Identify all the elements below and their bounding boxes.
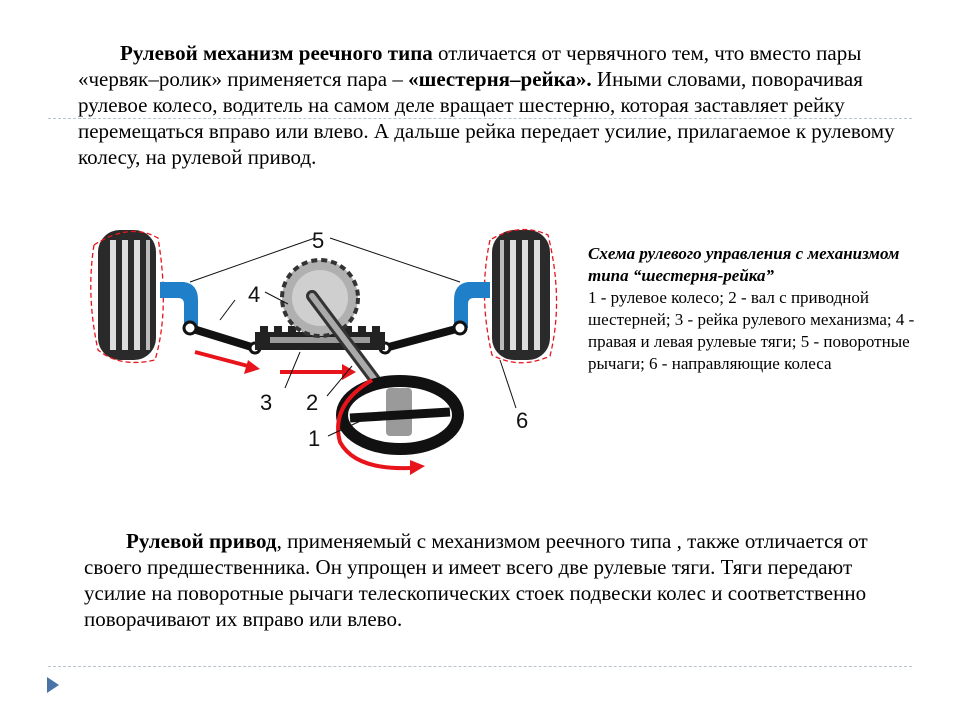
nav-arrow-icon[interactable] — [46, 676, 60, 694]
diagram-label-2: 2 — [306, 390, 318, 415]
diagram-label-3: 3 — [260, 390, 272, 415]
pinion-shaft — [306, 290, 381, 386]
motion-arrows — [194, 350, 425, 475]
paragraph-rack-mechanism: Рулевой механизм реечного типа отличаетс… — [78, 40, 898, 170]
para1-text-1: отличается от червячного тем, что вместо… — [78, 41, 862, 91]
left-wheel — [90, 230, 164, 364]
divider-top — [48, 118, 912, 119]
left-steering-arm — [160, 282, 198, 328]
diagram-label-6: 6 — [516, 408, 528, 433]
diagram-label-4: 4 — [248, 282, 260, 307]
para1-text-2: Иными словами, поворачивая рулевое колес… — [78, 67, 895, 169]
right-wheel — [483, 228, 558, 364]
tie-rods — [182, 320, 468, 355]
divider-bottom — [48, 666, 912, 667]
steering-diagram: 5 4 3 2 1 6 — [90, 228, 558, 475]
para2-text: , применяемый с механизмом реечного типа… — [84, 529, 868, 631]
para1-bold-term: Рулевой механизм реечного типа — [120, 41, 433, 65]
right-steering-arm — [454, 282, 490, 328]
diagram-label-1: 1 — [308, 426, 320, 451]
diagram-label-5: 5 — [312, 228, 324, 253]
caption-legend: 1 - рулевое колесо; 2 - вал с приводной … — [588, 288, 915, 373]
para2-bold-term: Рулевой привод — [126, 529, 277, 553]
diagram-caption: Схема рулевого управления с механизмом т… — [588, 243, 918, 375]
para1-bold-pair: «шестерня–рейка». — [408, 67, 592, 91]
leader-lines — [189, 237, 517, 437]
paragraph-steering-drive: Рулевой привод, применяемый с механизмом… — [84, 528, 884, 632]
caption-title: Схема рулевого управления с механизмом т… — [588, 244, 900, 285]
